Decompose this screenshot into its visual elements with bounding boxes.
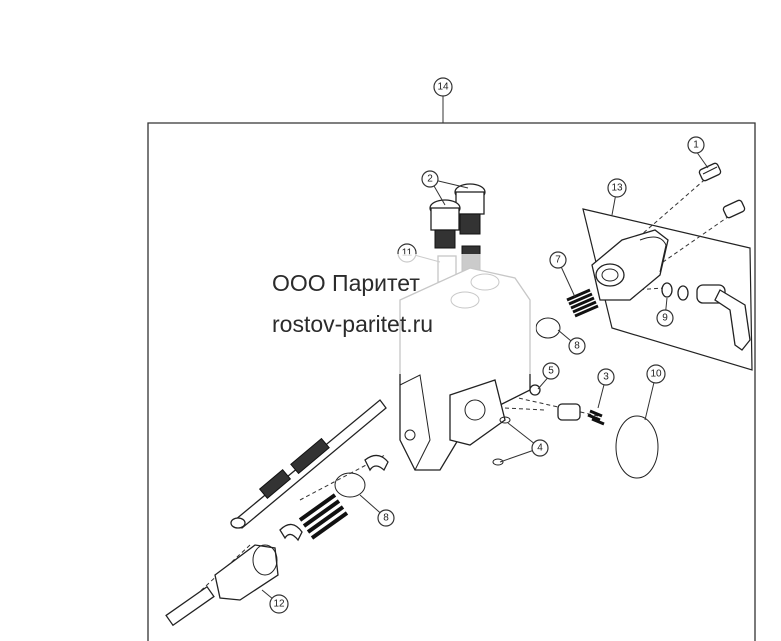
callout-4-label: 4 — [537, 443, 543, 454]
callout-8-lower-label: 8 — [383, 513, 389, 524]
callout-8-lower: 8 — [377, 509, 395, 527]
callout-12: 12 — [269, 594, 289, 614]
callout-12-label: 12 — [273, 599, 285, 610]
callout-1: 1 — [687, 136, 705, 154]
callout-9-label: 9 — [662, 313, 668, 324]
callout-13-label: 13 — [611, 183, 623, 194]
watermark-panel — [246, 254, 536, 374]
callout-3-label: 3 — [603, 372, 609, 383]
callout-10: 10 — [646, 364, 666, 384]
part-2-relief-valves — [429, 183, 486, 249]
callout-7-label: 7 — [555, 255, 561, 266]
part-5-seal — [529, 384, 541, 396]
callout-5: 5 — [542, 362, 560, 380]
part-9-lever — [661, 282, 751, 351]
part-10-large-oring — [615, 415, 659, 479]
callout-11-label: 11 — [402, 248, 413, 259]
callout-10-label: 10 — [650, 369, 662, 380]
callout-8-upper: 8 — [568, 337, 586, 355]
callout-2-label: 2 — [427, 174, 433, 185]
callout-5-label: 5 — [548, 366, 554, 377]
callout-3: 3 — [597, 368, 615, 386]
watermark-company-name: ООО Паритет — [272, 270, 420, 296]
callout-9: 9 — [656, 309, 674, 327]
callout-4: 4 — [531, 439, 549, 457]
callout-14-label: 14 — [437, 82, 449, 93]
part-4-rings — [492, 416, 511, 466]
callout-8-upper-label: 8 — [574, 341, 580, 352]
part-1-bolt — [698, 162, 722, 182]
part-12-cap — [165, 544, 279, 627]
retainer-upper — [364, 454, 389, 472]
retainer-lower — [279, 523, 303, 542]
callout-7: 7 — [549, 251, 567, 269]
part-8-oring-lower — [334, 472, 366, 498]
callout-2: 2 — [421, 170, 439, 188]
part-bolt-2 — [722, 199, 746, 219]
part-7-spring — [566, 288, 599, 318]
watermark-website: rostov-paritet.ru — [272, 311, 434, 337]
part-8-oring-upper — [535, 317, 561, 339]
callout-14: 14 — [433, 77, 453, 97]
callout-13: 13 — [607, 178, 627, 198]
part-13-cover — [591, 229, 669, 301]
spool-spring — [298, 493, 349, 540]
part-3-plunger — [557, 403, 605, 426]
callout-1-label: 1 — [693, 140, 699, 151]
spool — [230, 399, 387, 529]
